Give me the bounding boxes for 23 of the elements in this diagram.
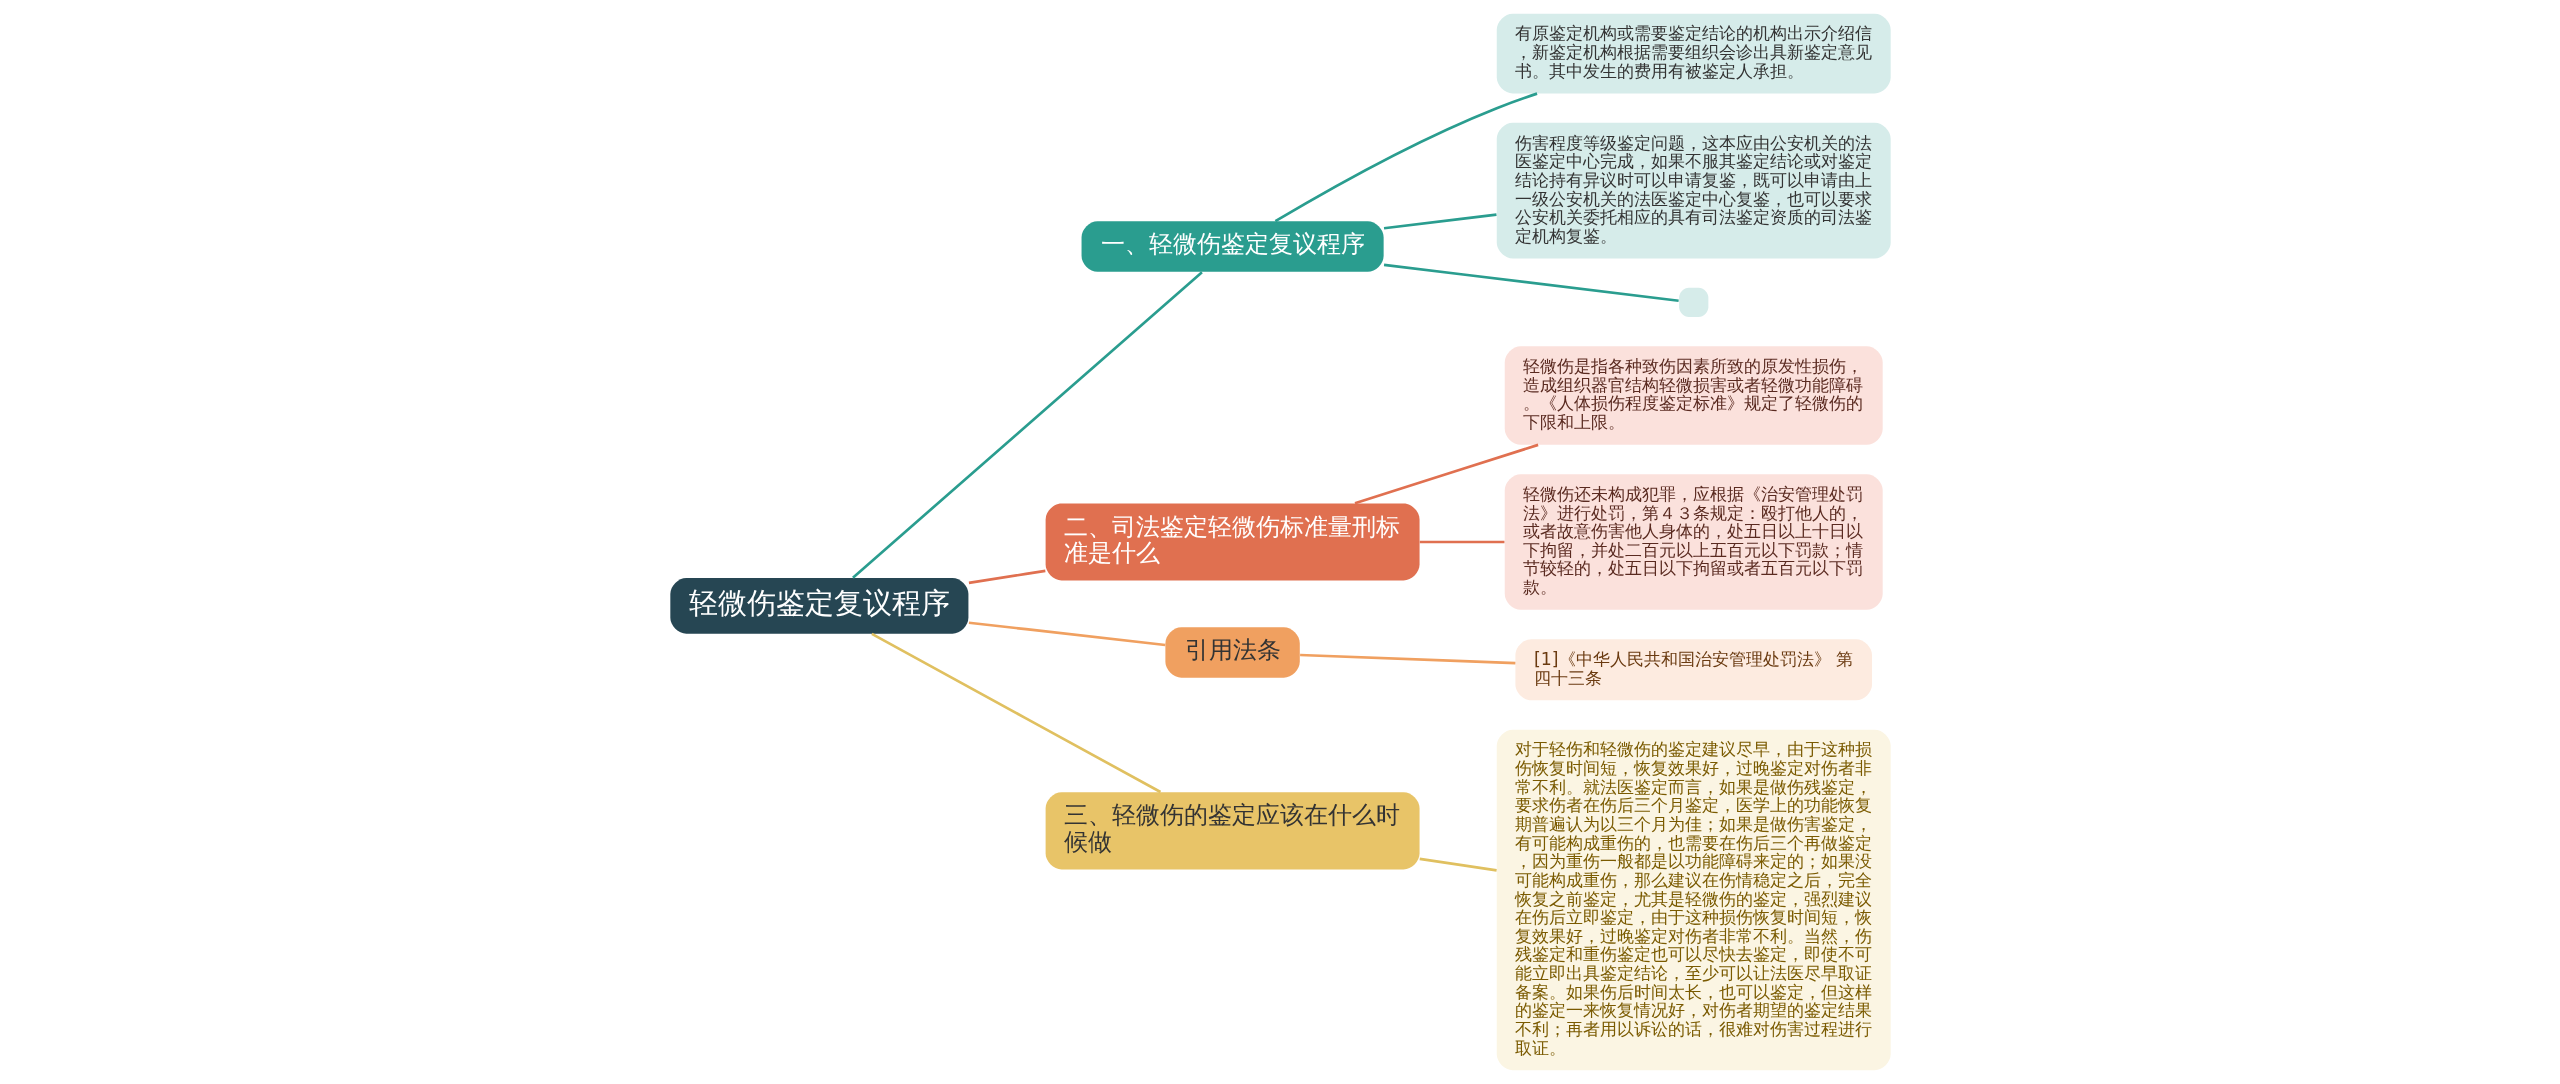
connector [968, 569, 1046, 585]
node-box: 轻微伤鉴定复议程序 [669, 577, 968, 634]
connector [1419, 857, 1497, 872]
connector [1299, 653, 1515, 665]
node-box: [1]《中华人民共和国治安管理处罚法》 第四十三条 [1514, 639, 1872, 701]
connector [1274, 92, 1537, 223]
node-box: 有原鉴定机构或需要鉴定结论的机构出示介绍信，新鉴定机构根据需要组织会诊出具新鉴定意见书。其中发生的费用有被鉴定人承担。 [1496, 13, 1891, 94]
connector [1383, 213, 1497, 230]
node-box: 对于轻伤和轻微伤的鉴定建议尽早，由于这种损伤恢复时间短，恢复效果好，过晚鉴定对伤者非常不利。就法医鉴定而言，如果是做伤残鉴定，要求伤者在伤后三个月鉴定，医学上的功能恢复期普遍认为以三个月为佳；如果是做伤害鉴定，有可能构成重伤的，也需要在伤后三个再做鉴定，因为重伤一般都是以功能障碍来定的；如果没可能构成重伤，那么建议在伤情稳定之后，完全恢复之前鉴定，尤其是轻微伤的鉴定，强烈建议在伤后立即鉴定，由于这种损伤恢复时间短，恢复效果好，过晚鉴定对伤者非常不利。当然，伤残鉴定和重伤鉴定也可以尽快去鉴定，即使不可能立即出具鉴定结论，至少可以让法医尽早取证备案。如果伤后时间太长，也可以鉴定，但这样的鉴定一来恢复情况好，对伤者期望的鉴定结果不利；再者用以诉讼的话，很难对伤害过程进行取证。 [1496, 729, 1891, 1071]
node-box: 三、轻微伤的鉴定应该在什么时候做 [1045, 792, 1420, 870]
node-box: 轻微伤还未构成犯罪，应根据《治安管理处罚法》进行处罚，第４３条规定：殴打他人的，或者故意伤害他人身体的，处五日以上十日以下拘留，并处二百元以上五百元以下罚款；情节较轻的，处五日以下拘留或者五百元以下罚款。 [1504, 474, 1883, 610]
connector [870, 632, 1161, 794]
connector [1354, 443, 1539, 505]
connector [968, 621, 1165, 647]
connector [851, 271, 1203, 579]
node-box [1678, 287, 1708, 318]
connector [1419, 540, 1504, 544]
node-box: 轻微伤是指各种致伤因素所致的原发性损伤，造成组织器官结构轻微损害或者轻微功能障碍。《人体损伤程度鉴定标准》规定了轻微伤的下限和上限。 [1504, 346, 1883, 445]
node-box: 伤害程度等级鉴定问题，这本应由公安机关的法医鉴定中心完成，如果不服其鉴定结论或对鉴定结论持有异议时可以申请复鉴，既可以申请由上一级公安机关的法医鉴定中心复鉴，也可以要求公安机关委托相应的具有司法鉴定资质的司法鉴定机构复鉴。 [1496, 122, 1891, 259]
node-box: 一、轻微伤鉴定复议程序 [1081, 221, 1384, 272]
node-box: 二、司法鉴定轻微伤标准量刑标准是什么 [1045, 503, 1420, 581]
connector [1383, 263, 1679, 303]
node-box: 引用法条 [1164, 627, 1300, 678]
